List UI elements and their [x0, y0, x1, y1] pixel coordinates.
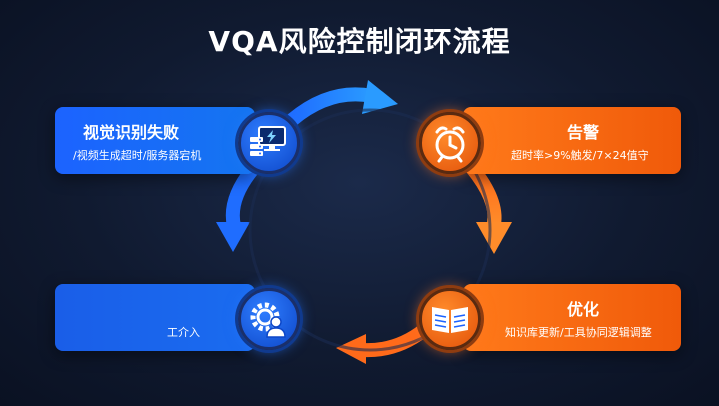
arrow-alert-to-optimize	[465, 161, 502, 231]
step-title-failure: 视觉识别失败	[83, 123, 180, 142]
page-title: VQA风险控制闭环流程	[208, 25, 511, 58]
step-desc-failure: /视频生成超时/服务器宕机	[73, 149, 202, 162]
arrowhead-alert-to-optimize	[476, 222, 512, 254]
step-desc-intervene: 工介入	[167, 326, 200, 339]
step-title-optimize: 优化	[567, 300, 600, 319]
step-card-intervene: 工介入	[55, 284, 255, 351]
arrowhead-failure-down	[216, 222, 250, 252]
step-card-optimize: 优化 知识库更新/工具协同逻辑调整	[463, 284, 681, 351]
gear-person-icon	[238, 288, 300, 350]
monitor-server-icon	[238, 112, 300, 174]
arrow-failure-to-alert	[285, 87, 379, 127]
step-title-alert: 告警	[567, 123, 600, 142]
step-card-failure: 视觉识别失败 /视频生成超时/服务器宕机	[55, 107, 255, 174]
arrow-failure-down	[225, 163, 259, 233]
step-desc-optimize: 知识库更新/工具协同逻辑调整	[505, 326, 652, 339]
open-book-icon	[419, 288, 481, 350]
step-card-alert: 告警 超时率>9%触发/7×24值守	[463, 107, 681, 174]
arrowhead-failure-to-alert	[362, 80, 398, 114]
step-desc-alert: 超时率>9%触发/7×24值守	[511, 149, 649, 162]
alarm-clock-icon	[419, 112, 481, 174]
